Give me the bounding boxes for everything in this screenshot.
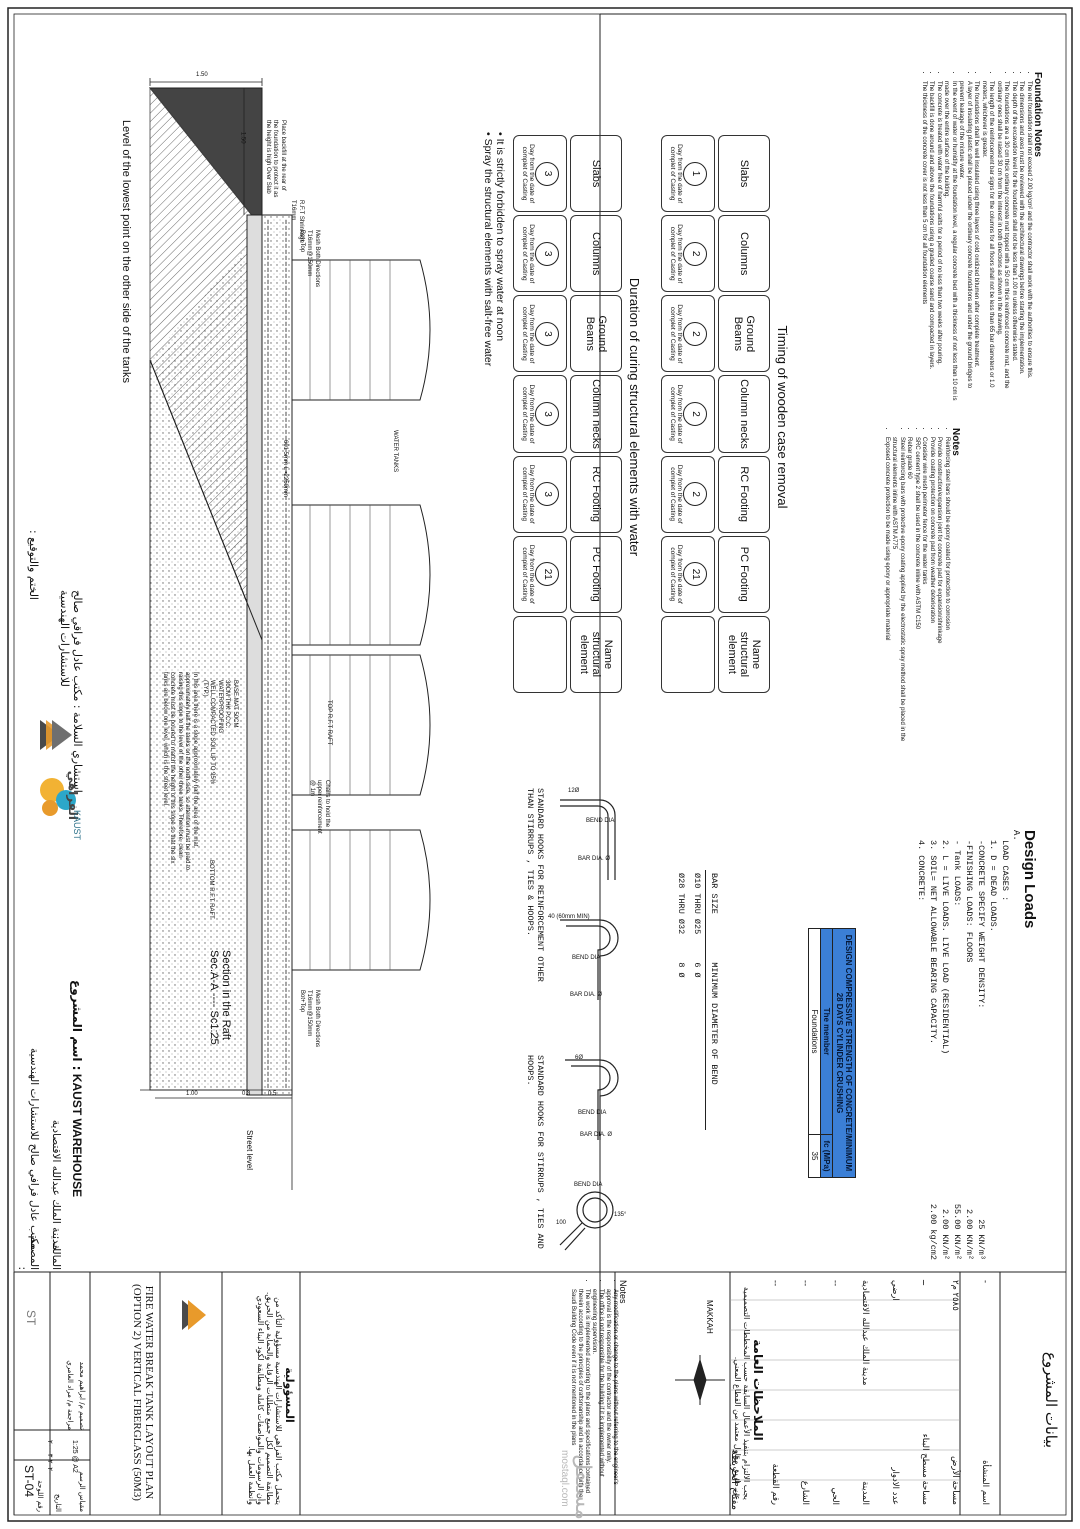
- hook-label-forty: 40 (60mm MIN): [548, 914, 590, 920]
- project-row-label: مساحة الأرض: [950, 1456, 960, 1505]
- project-row-value: ــ: [920, 1280, 930, 1285]
- key-map-label: مفتاح الخريطة: [729, 1449, 740, 1510]
- project-row-label: الشارع: [800, 1480, 810, 1505]
- hook-label-bend3: BEND DIA: [578, 1110, 607, 1116]
- dim-03: 0.3: [242, 1091, 251, 1097]
- dim-05: 0.5: [268, 1091, 277, 1097]
- designer-cell-label: تصميم: [78, 1411, 86, 1430]
- project-row-label: اسم المنشأة: [980, 1460, 990, 1505]
- project-row-value: --: [800, 1280, 810, 1287]
- project-row-label: الحي: [830, 1487, 840, 1505]
- project-row-value: --: [770, 1280, 780, 1287]
- date-label: التاريخ: [54, 1493, 62, 1512]
- project-row-label: المدينة: [860, 1481, 870, 1505]
- watermark: مستقل: [570, 1454, 595, 1520]
- water-tanks: [291, 259, 431, 971]
- makkah-label: MAKKAH: [705, 1300, 714, 1334]
- project-data-title: بيانات المشروع: [1042, 1351, 1060, 1449]
- reviewer-cell-value: م/ مراد العامري: [66, 1360, 74, 1407]
- hook-label-bar1: BAR DIA. Ø: [578, 856, 611, 862]
- pcc-layer: [246, 214, 263, 1096]
- project-row-value: -: [980, 1280, 990, 1284]
- date-value: ٢٠٢٠-٠٣-٢٠: [46, 1440, 53, 1475]
- project-row-label: عدد الادوار: [890, 1467, 900, 1505]
- project-row-label: مساحة مسطح البناء: [920, 1433, 930, 1505]
- scale-label: مقياس الرسم: [78, 1471, 86, 1512]
- hook-label-bend4: BEND DIA: [574, 1182, 603, 1188]
- drawing-title: FIRE WATER BREAK TANK LAYOUT PLAN (OPTIO…: [131, 1284, 155, 1501]
- designer-cell-value: م/ ابراهيم محمد: [78, 1361, 86, 1409]
- hook-label-bar2: BAR DIA. Ø: [570, 992, 603, 998]
- hook-label-deg: 135°: [614, 1212, 627, 1218]
- sheet-number: ST-04: [22, 1465, 36, 1498]
- rp-note-item: Any modification or change to the plans …: [604, 1289, 618, 1505]
- sheet-label: رقم اللوحة: [36, 1480, 44, 1512]
- project-row-value: --: [830, 1280, 840, 1287]
- hook-label-12: 12Ø: [568, 788, 580, 794]
- project-row-value: ارضي: [890, 1280, 900, 1301]
- reviewer-cell-label: مراجعة: [66, 1408, 74, 1430]
- project-row-value: ٢٥٨٥ م٢: [950, 1280, 960, 1311]
- project-row-label: رقم القطعة: [770, 1463, 780, 1505]
- dim-100: 1.00: [186, 1091, 198, 1097]
- dimension-lines: [149, 78, 293, 1190]
- hook-label-bend1: BEND DIA: [586, 818, 615, 824]
- hook-label-bar3: BAR DIA. Ø: [580, 1132, 613, 1138]
- scale-value: 1:25 @ A2: [71, 1440, 78, 1473]
- kaust-logo: [40, 778, 76, 816]
- alfarahi-logo-2: [182, 1300, 206, 1330]
- alfarahi-logo: [40, 720, 72, 750]
- compass-icon: [675, 1355, 725, 1405]
- hook-label-hundred: 100: [556, 1220, 567, 1226]
- kaust-text: KAUST: [72, 810, 82, 841]
- st-label: ST: [24, 1310, 38, 1326]
- project-row-value: مدينة الملك عبدالله الاقتصادية: [860, 1280, 870, 1386]
- responsibility-text: يتحمل مكتب الفراهي للاستشارات الهندسية م…: [247, 1291, 283, 1505]
- dim-150-top: 1.50: [196, 72, 208, 78]
- rp-notes-title: Notes: [618, 1280, 628, 1304]
- responsibility-title: المسؤولية: [283, 1367, 296, 1423]
- hook-label-bend2: BEND DIA: [572, 955, 601, 961]
- watermark-sub: mostaql.com: [559, 1450, 570, 1507]
- raft-slab: [261, 214, 293, 1096]
- general-notes-title: الملاحظات العامة: [751, 1339, 765, 1441]
- hook-label-six: 6Ø: [575, 1055, 584, 1061]
